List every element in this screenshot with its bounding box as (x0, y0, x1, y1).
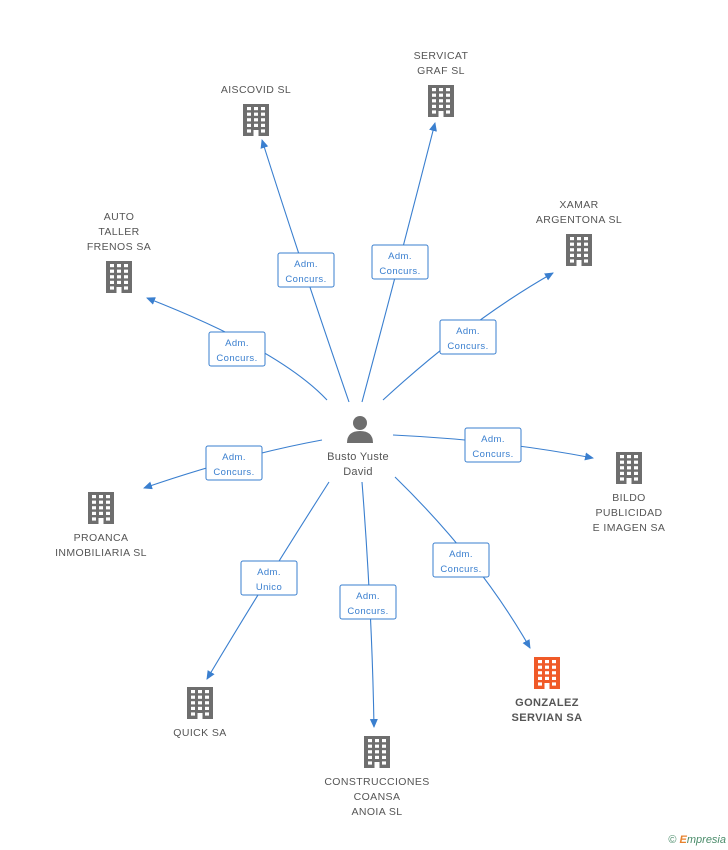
company-name-line: XAMAR (559, 199, 598, 211)
brand-logo-text: mpresia (686, 834, 726, 846)
company-name-line: E IMAGEN SA (593, 522, 666, 534)
company-name-line: CONSTRUCCIONES (324, 776, 429, 788)
person-name-line: David (343, 466, 373, 478)
relation-text: Adm. (449, 549, 473, 560)
person-name-line: Busto Yuste (327, 451, 389, 463)
building-icon (428, 85, 454, 117)
company-name-line: GONZALEZ (515, 697, 579, 709)
relation-label[interactable]: Adm. Concurs. (205, 445, 263, 481)
company-name-line: TALLER (98, 226, 139, 238)
relation-text: Adm. (225, 338, 249, 349)
relation-text: Concurs. (216, 353, 257, 364)
company-node-proanca[interactable]: PROANCA INMOBILIARIA SL (55, 492, 147, 559)
building-icon (88, 492, 114, 524)
relation-label[interactable]: Adm. Concurs. (439, 319, 497, 355)
company-node-quick[interactable]: QUICK SA (173, 687, 226, 739)
relation-label[interactable]: Adm. Unico (240, 560, 298, 596)
company-name-line: PROANCA (74, 532, 129, 544)
relation-label[interactable]: Adm. Concurs. (277, 252, 335, 288)
company-name-line: FRENOS SA (87, 241, 151, 253)
relation-label[interactable]: Adm. Concurs. (339, 584, 397, 620)
relation-label[interactable]: Adm. Concurs. (432, 542, 490, 578)
person-icon (347, 416, 373, 443)
company-name-line: INMOBILIARIA SL (55, 547, 147, 559)
company-name-line: ANOIA SL (351, 806, 402, 818)
relation-text: Adm. (356, 591, 380, 602)
company-name-line: BILDO (612, 492, 646, 504)
relation-text: Concurs. (347, 606, 388, 617)
building-icon (534, 657, 560, 689)
company-name-line: ARGENTONA SL (536, 214, 622, 226)
building-icon (566, 234, 592, 266)
company-name-line: QUICK SA (173, 727, 226, 739)
building-icon (187, 687, 213, 719)
relation-label[interactable]: Adm. Concurs. (371, 244, 429, 280)
copyright-icon: © (668, 834, 677, 846)
company-name-line: GRAF SL (417, 65, 465, 77)
relation-text: Concurs. (447, 341, 488, 352)
company-node-auto-taller[interactable]: AUTO TALLER FRENOS SA (87, 211, 151, 293)
company-node-bildo[interactable]: BILDO PUBLICIDAD E IMAGEN SA (593, 452, 666, 534)
relation-text: Concurs. (379, 266, 420, 277)
building-icon (616, 452, 642, 484)
building-icon (106, 261, 132, 293)
relation-label[interactable]: Adm. Concurs. (208, 331, 266, 367)
relation-label[interactable]: Adm. Concurs. (464, 427, 522, 463)
relation-text: Unico (256, 582, 282, 593)
company-name-line: PUBLICIDAD (595, 507, 662, 519)
relation-text: Adm. (456, 326, 480, 337)
relation-text: Adm. (481, 434, 505, 445)
building-icon (364, 736, 390, 768)
company-name-line: AISCOVID SL (221, 84, 291, 96)
person-node[interactable]: Busto Yuste David (327, 416, 389, 478)
relation-text: Concurs. (440, 564, 481, 575)
relation-text: Adm. (294, 259, 318, 270)
company-name-line: AUTO (104, 211, 135, 223)
building-icon (243, 104, 269, 136)
relation-text: Adm. (388, 251, 412, 262)
relation-text: Adm. (222, 452, 246, 463)
company-name-line: SERVICAT (414, 50, 469, 62)
company-node-servicat[interactable]: SERVICAT GRAF SL (414, 50, 469, 117)
relation-text: Adm. (257, 567, 281, 578)
relation-text: Concurs. (472, 449, 513, 460)
company-node-xamar[interactable]: XAMAR ARGENTONA SL (536, 199, 622, 266)
company-node-gonzalez[interactable]: GONZALEZ SERVIAN SA (511, 657, 582, 724)
company-name-line: COANSA (354, 791, 401, 803)
company-node-aiscovid[interactable]: AISCOVID SL (221, 84, 291, 136)
company-node-construcciones[interactable]: CONSTRUCCIONES COANSA ANOIA SL (324, 736, 429, 818)
footer-brand: © Empresia (668, 834, 726, 846)
relation-text: Concurs. (213, 467, 254, 478)
relation-text: Concurs. (285, 274, 326, 285)
company-name-line: SERVIAN SA (511, 712, 582, 724)
brand-logo-initial: E (679, 834, 687, 846)
